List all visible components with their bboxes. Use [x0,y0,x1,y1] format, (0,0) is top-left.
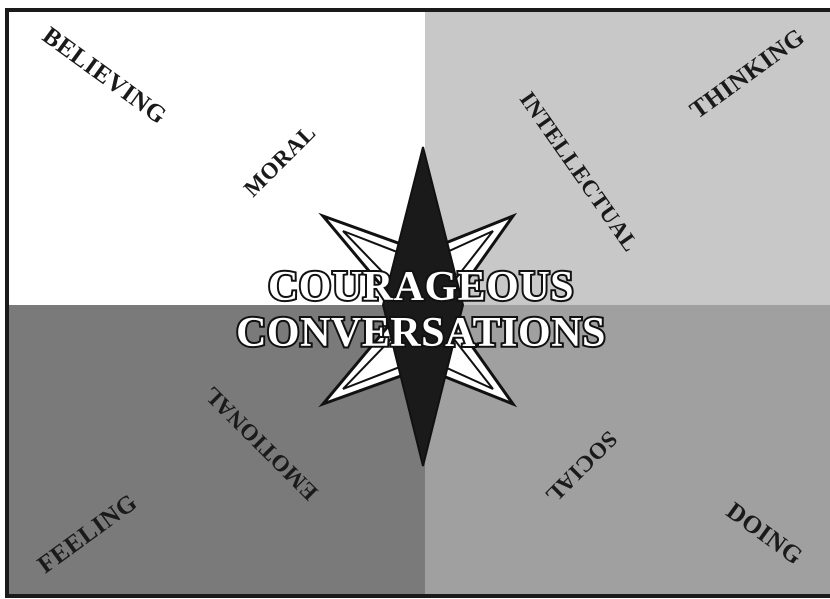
compass-star [318,146,518,467]
title-line-2: CONVERSATIONS [236,310,606,356]
quadrant-top-right [425,10,830,305]
quadrant-bottom-right [425,305,830,595]
diagram-frame [5,8,830,598]
star-main-diamond [381,146,465,467]
title-line-1: COURAGEOUS [268,264,574,310]
quadrant-bottom-left [8,305,425,595]
